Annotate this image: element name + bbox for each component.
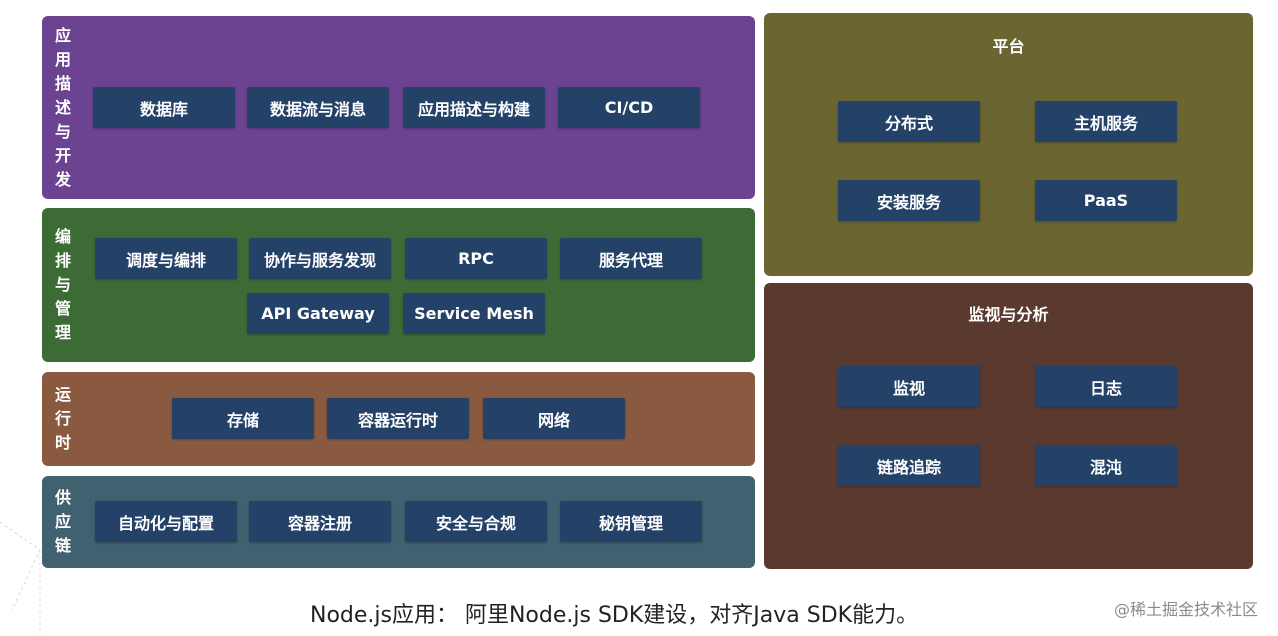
box-container-runtime: 容器运行时 [327, 398, 469, 439]
panel-platform: 平台 分布式 主机服务 安装服务 PaaS [764, 13, 1253, 276]
layer-runtime-label: 运 行 时 [54, 385, 71, 452]
layer-supply-label: 供 应 链 [54, 488, 71, 555]
box-distributed: 分布式 [838, 101, 980, 142]
box-database: 数据库 [93, 87, 235, 128]
box-service-proxy: 服务代理 [560, 238, 702, 279]
box-logging: 日志 [1035, 366, 1177, 407]
box-container-registry: 容器注册 [249, 501, 391, 542]
panel-monitoring: 监视与分析 监视 日志 链路追踪 混沌 [764, 283, 1253, 569]
box-tracing: 链路追踪 [838, 445, 980, 486]
box-data-streaming: 数据流与消息 [247, 87, 389, 128]
monitoring-title: 监视与分析 [968, 305, 1049, 324]
box-host-service: 主机服务 [1035, 101, 1177, 142]
box-security-compliance: 安全与合规 [405, 501, 547, 542]
box-service-discovery: 协作与服务发现 [249, 238, 391, 279]
box-network: 网络 [483, 398, 625, 439]
box-automation-config: 自动化与配置 [95, 501, 237, 542]
layer-supply-chain: 供 应 链 自动化与配置 容器注册 安全与合规 秘钥管理 [42, 476, 755, 568]
box-rpc: RPC [405, 238, 547, 279]
box-monitoring: 监视 [838, 366, 980, 407]
decorative-dashed-lines [0, 521, 41, 636]
layer-app-label: 应 用 描 述 与 开 发 [54, 25, 71, 189]
box-key-management: 秘钥管理 [560, 501, 702, 542]
box-app-definition: 应用描述与构建 [403, 87, 545, 128]
box-chaos: 混沌 [1035, 445, 1177, 486]
layer-orchestration-label: 编 排 与 管 理 [54, 227, 71, 342]
box-storage: 存储 [172, 398, 314, 439]
box-service-mesh: Service Mesh [403, 293, 545, 334]
box-scheduling: 调度与编排 [95, 238, 237, 279]
platform-title: 平台 [992, 37, 1025, 56]
box-paas: PaaS [1035, 180, 1177, 221]
layer-runtime: 运 行 时 存储 容器运行时 网络 [42, 372, 755, 466]
layer-orchestration: 编 排 与 管 理 调度与编排 协作与服务发现 RPC 服务代理 API Gat… [42, 208, 755, 362]
box-api-gateway: API Gateway [247, 293, 389, 334]
box-ci-cd: CI/CD [558, 87, 700, 128]
caption-text: Node.js应用： 阿里Node.js SDK建设，对齐Java SDK能力。 [310, 603, 919, 628]
box-install-service: 安装服务 [838, 180, 980, 221]
layer-app-development: 应 用 描 述 与 开 发 数据库 数据流与消息 应用描述与构建 CI/CD [42, 16, 755, 199]
watermark-text: @稀土掘金技术社区 [1113, 600, 1258, 619]
